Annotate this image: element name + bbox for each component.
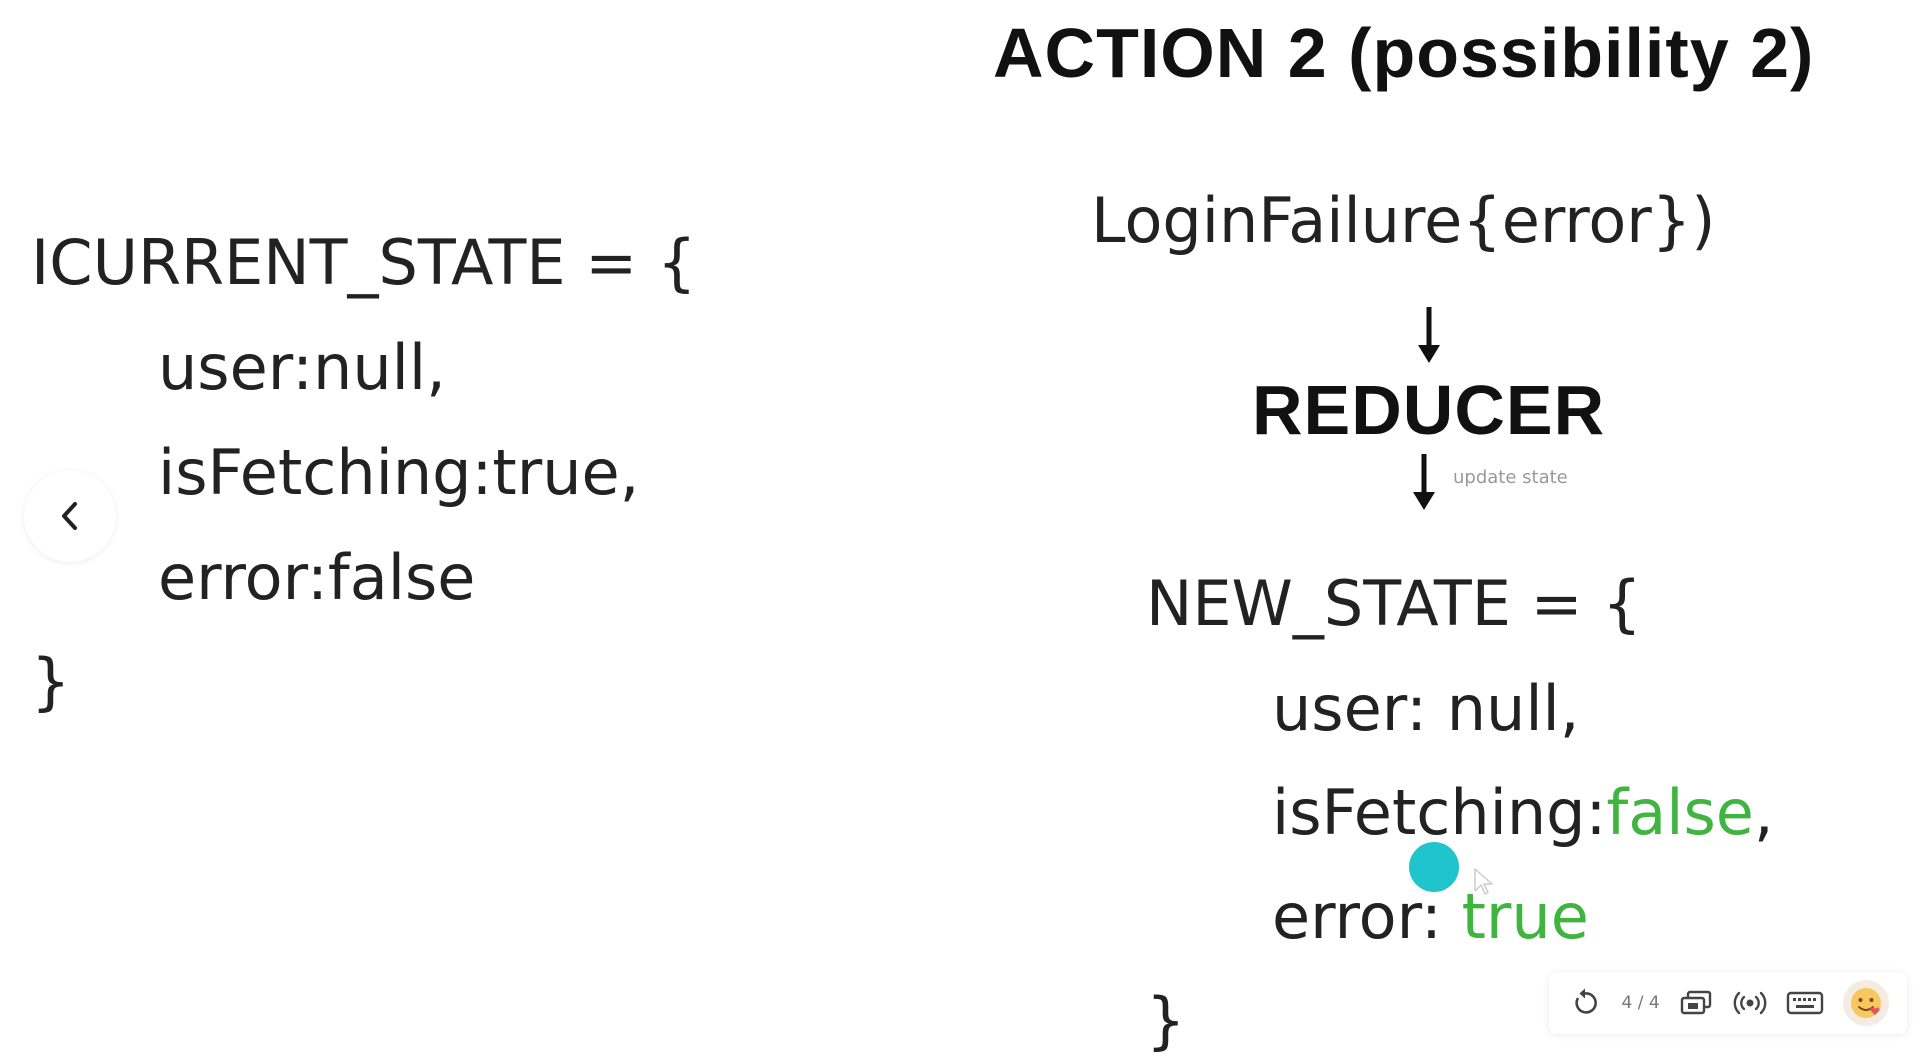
broadcast-icon [1733,991,1767,1015]
new-state-isfetching-key: isFetching: [1272,776,1607,849]
new-state-error-value: true [1461,880,1589,953]
reducer-label: REDUCER [1252,371,1606,449]
current-state-closing-brace: } [31,645,71,718]
new-state-user: user: null, [1272,672,1580,745]
current-state-isfetching: isFetching:true, [158,436,640,509]
new-state-closing-brace: } [1146,984,1186,1057]
avatar[interactable] [1842,980,1889,1026]
replay-icon [1575,988,1598,1014]
laser-pointer-dot [1409,842,1459,892]
keyboard-icon [1787,991,1824,1015]
broadcast-button[interactable] [1732,981,1768,1025]
current-state-error: error:false [158,541,476,614]
replay-button[interactable] [1567,981,1603,1025]
new-state-isfetching-line: isFetching:false, [1272,782,1774,844]
mouse-cursor-icon [1474,868,1493,895]
slide-title: ACTION 2 (possibility 2) [993,14,1815,92]
new-state-error-line: error: true [1272,886,1589,948]
action-call: LoginFailure{error}) [1091,184,1716,257]
update-state-note: update state [1453,467,1568,488]
keyboard-button[interactable] [1786,981,1824,1025]
screen-share-icon [1680,990,1712,1015]
presentation-toolbar: 4 / 4 [1549,972,1907,1034]
current-state-user: user:null, [158,331,446,404]
screen-share-button[interactable] [1678,981,1714,1025]
page-counter: 4 / 4 [1621,993,1660,1013]
new-state-isfetching-value: false [1606,776,1754,849]
previous-slide-button[interactable] [24,470,116,562]
new-state-header: NEW_STATE = { [1146,567,1642,640]
down-arrow-icon [1413,454,1435,510]
reaction-emoji-icon [1850,988,1881,1018]
current-state-header: ICURRENT_STATE = { [31,226,697,299]
down-arrow-icon [1418,307,1440,363]
new-state-error-key: error: [1272,880,1462,953]
chevron-left-icon [62,502,77,530]
new-state-isfetching-comma: , [1753,776,1774,849]
